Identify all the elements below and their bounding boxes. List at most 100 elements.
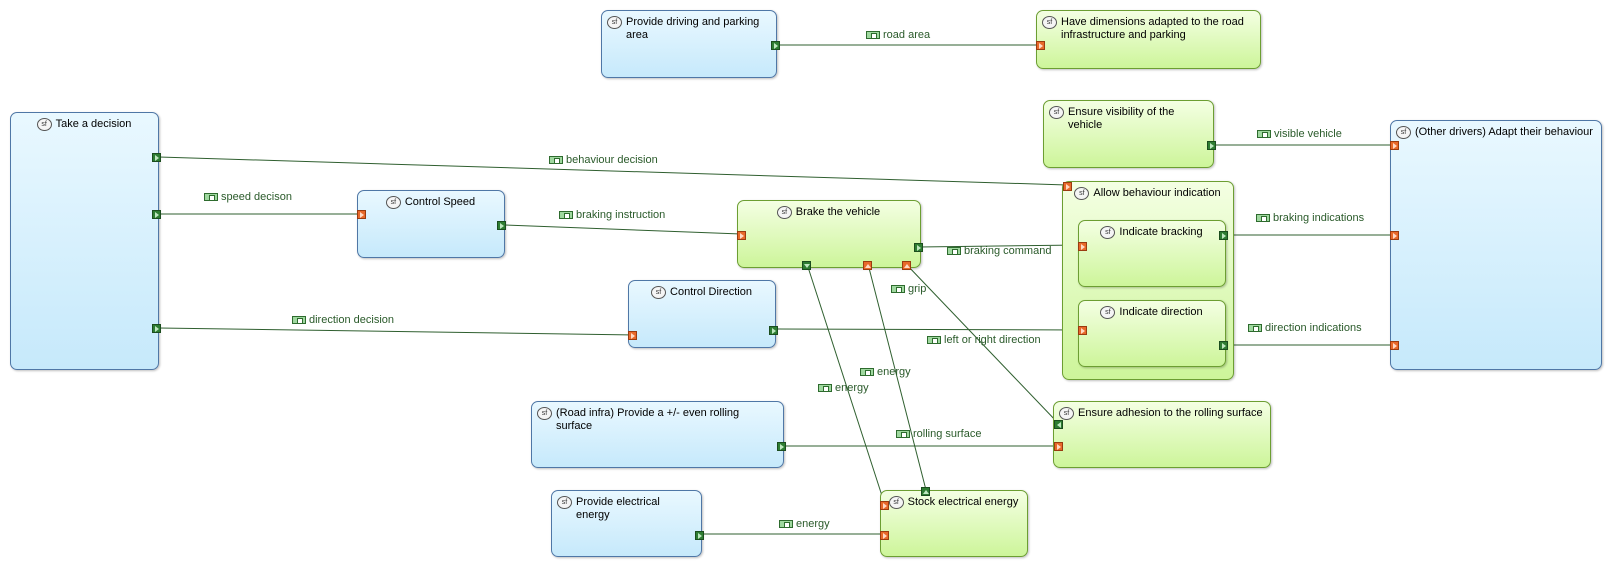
function-label: Ensure visibility of the vehicle: [1068, 106, 1175, 131]
exchange-text: energy: [877, 366, 911, 378]
exchange-text: energy: [835, 382, 869, 394]
link-left-right-direction: [775, 328, 1083, 331]
output-port[interactable]: [914, 243, 923, 252]
functional-exchange-icon: [204, 193, 218, 201]
system-function-icon: sf: [776, 206, 792, 219]
exchange-label-left-right-direction[interactable]: left or right direction: [927, 334, 1041, 346]
function-label: Provide driving and parking area: [626, 16, 760, 41]
functional-exchange-icon: [891, 285, 905, 293]
output-port[interactable]: [695, 531, 704, 540]
exchange-label-rolling-surface[interactable]: rolling surface: [896, 428, 981, 440]
system-function-icon: sf: [1100, 306, 1116, 319]
exchange-label-grip[interactable]: grip: [891, 283, 926, 295]
system-function-icon: sf: [651, 286, 667, 299]
output-port[interactable]: [769, 326, 778, 335]
output-port[interactable]: [921, 487, 930, 496]
output-port[interactable]: [1219, 231, 1228, 240]
input-port[interactable]: [1390, 231, 1399, 240]
exchange-text: direction decision: [309, 314, 394, 326]
exchange-label-braking-command[interactable]: braking command: [947, 245, 1051, 257]
output-port[interactable]: [771, 41, 780, 50]
input-port[interactable]: [1078, 242, 1087, 251]
input-port[interactable]: [357, 210, 366, 219]
output-port[interactable]: [1054, 420, 1063, 429]
exchange-text: left or right direction: [944, 334, 1041, 346]
output-port[interactable]: [497, 221, 506, 230]
system-function-icon: sf: [1074, 187, 1090, 200]
exchange-label-direction-indications[interactable]: direction indications: [1248, 322, 1362, 334]
input-port[interactable]: [1036, 41, 1045, 50]
output-port[interactable]: [1207, 141, 1216, 150]
function-label: Control Direction: [670, 286, 752, 298]
output-port[interactable]: [152, 210, 161, 219]
exchange-label-direction-decision[interactable]: direction decision: [292, 314, 394, 326]
functional-exchange-icon: [947, 247, 961, 255]
exchange-text: grip: [908, 283, 927, 295]
function-label: Indicate bracking: [1119, 226, 1203, 238]
system-function-icon: sf: [557, 496, 572, 509]
functional-exchange-icon: [866, 31, 880, 39]
functional-exchange-icon: [1248, 324, 1262, 332]
exchange-label-road-area[interactable]: road area: [866, 29, 930, 41]
input-port[interactable]: [1063, 182, 1072, 191]
exchange-text: braking indications: [1273, 212, 1365, 224]
link-braking-instruction: [504, 224, 742, 235]
input-port[interactable]: [880, 531, 889, 540]
exchange-text: road area: [883, 29, 931, 41]
input-port[interactable]: [1054, 442, 1063, 451]
exchange-label-braking-indications[interactable]: braking indications: [1256, 212, 1364, 224]
functional-exchange-icon: [549, 156, 563, 164]
function-road-infra-rolling-surface[interactable]: sf(Road infra) Provide a +/- even rollin…: [531, 401, 786, 468]
function-label: Provide electrical energy: [576, 496, 660, 521]
output-port[interactable]: [152, 324, 161, 333]
function-label: Indicate direction: [1119, 306, 1203, 318]
functional-exchange-icon: [927, 336, 941, 344]
exchange-label-energy-2[interactable]: energy: [860, 366, 911, 378]
function-label: Ensure adhesion to the rolling surface: [1078, 407, 1263, 419]
input-port[interactable]: [628, 331, 637, 340]
output-port[interactable]: [152, 153, 161, 162]
exchange-text: speed decison: [221, 191, 292, 203]
system-function-icon: sf: [36, 118, 52, 131]
function-label: Control Speed: [404, 196, 476, 208]
functional-exchange-icon: [559, 211, 573, 219]
input-port[interactable]: [863, 261, 872, 270]
input-port[interactable]: [1078, 326, 1087, 335]
function-label: (Road infra) Provide a +/- even rolling …: [556, 407, 740, 432]
exchange-label-energy-3[interactable]: energy: [779, 518, 830, 530]
exchange-label-energy-1[interactable]: energy: [818, 382, 869, 394]
function-ensure-adhesion[interactable]: sf Ensure adhesion to the rolling surface: [1053, 401, 1271, 468]
exchange-label-speed-decision[interactable]: speed decison: [204, 191, 292, 203]
input-port[interactable]: [1390, 341, 1399, 350]
exchange-label-braking-instruction[interactable]: braking instruction: [559, 209, 665, 221]
output-port[interactable]: [802, 261, 811, 270]
output-port[interactable]: [1219, 341, 1228, 350]
exchange-label-behaviour-decision[interactable]: behaviour decision: [549, 154, 658, 166]
function-label: Stock electrical energy: [907, 496, 1019, 508]
system-function-icon: sf: [1059, 407, 1074, 420]
input-port[interactable]: [737, 231, 746, 240]
output-port[interactable]: [777, 442, 786, 451]
function-label: Have dimensions adapted to the road infr…: [1061, 16, 1244, 41]
input-port[interactable]: [880, 501, 889, 510]
exchange-text: rolling surface: [913, 428, 982, 440]
function-provide-electrical-energy[interactable]: sf Provide electrical energy: [551, 490, 704, 557]
system-function-icon: sf: [1396, 126, 1411, 139]
exchange-label-visible-vehicle[interactable]: visible vehicle: [1257, 128, 1342, 140]
input-port[interactable]: [1390, 141, 1399, 150]
function-other-drivers-adapt-behaviour[interactable]: sf(Other drivers) Adapt their behaviour: [1390, 120, 1602, 370]
input-port[interactable]: [902, 261, 911, 270]
exchange-text: energy: [796, 518, 830, 530]
